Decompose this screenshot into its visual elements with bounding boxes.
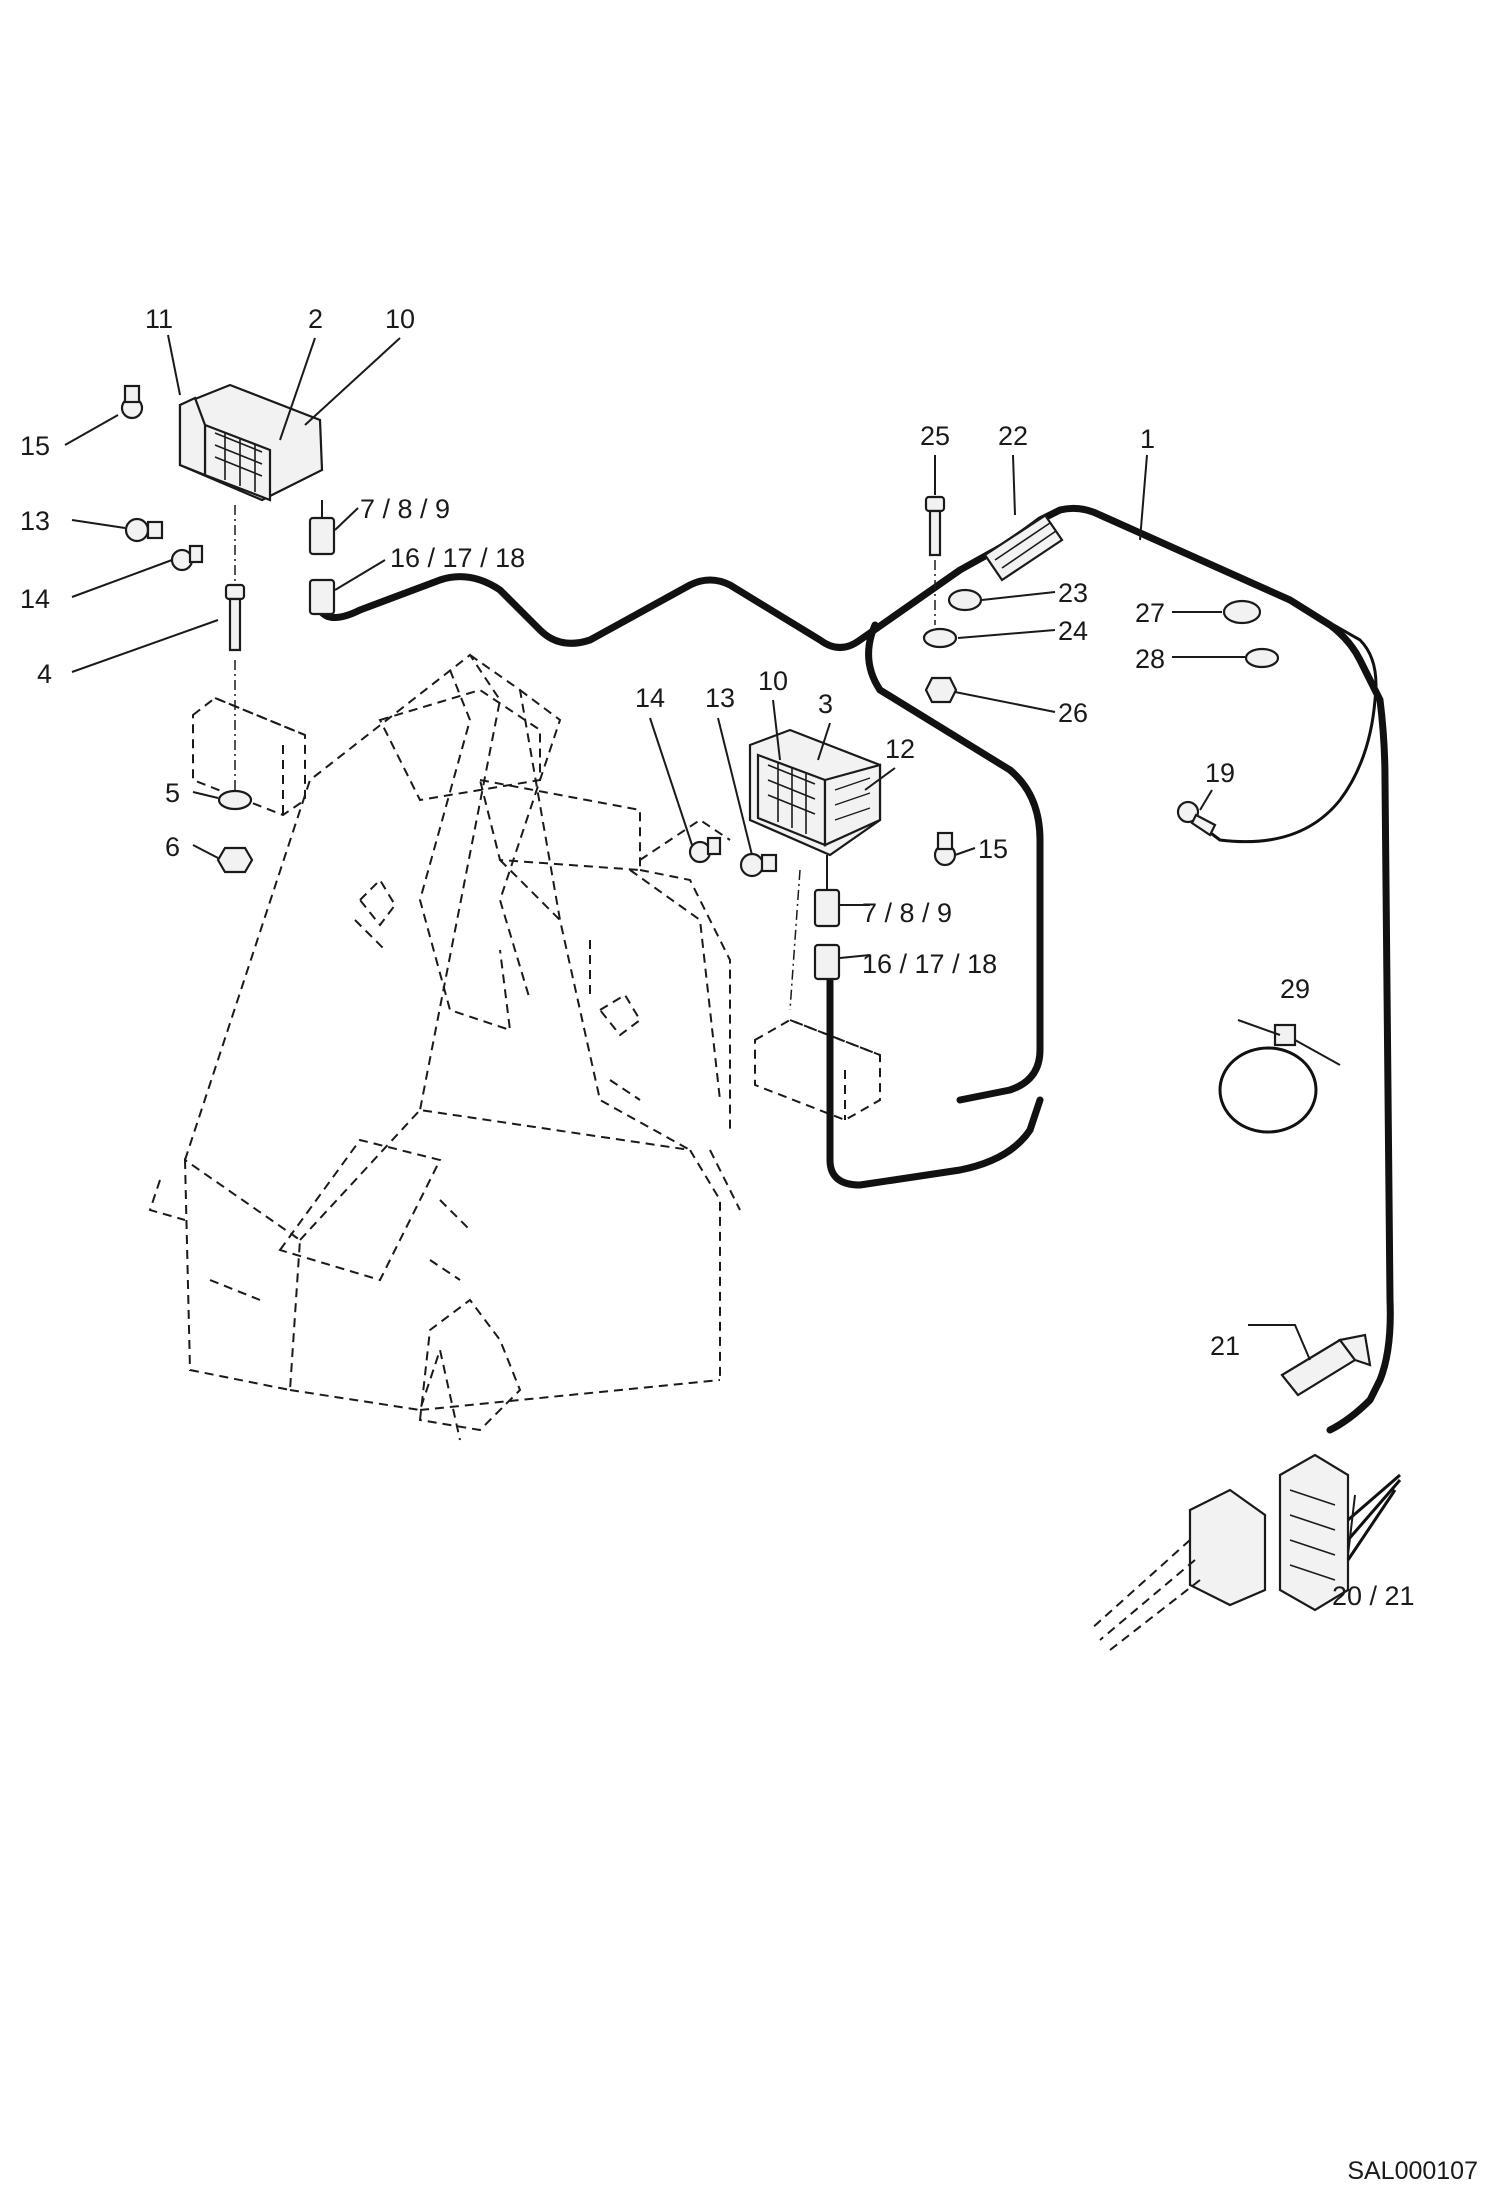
callout-24: 24 (1058, 616, 1088, 646)
drawing-code: SAL000107 (1347, 2157, 1478, 2185)
callout-15-right: 15 (978, 834, 1008, 864)
callout-10-left: 10 (385, 304, 415, 334)
callout-16-17-18-left: 16 / 17 / 18 (390, 543, 525, 573)
callout-26: 26 (1058, 698, 1088, 728)
machine-frame (148, 653, 741, 1441)
callout-25: 25 (920, 421, 950, 451)
callout-29: 29 (1280, 974, 1310, 1004)
connector-right-upper (813, 855, 841, 928)
left-bracket (192, 696, 306, 817)
callout-5: 5 (165, 778, 180, 808)
protective-sleeve-22 (983, 513, 1064, 582)
washer-5 (217, 789, 253, 811)
bulb-15-right (933, 831, 957, 867)
callout-15-left: 15 (20, 431, 50, 461)
callout-27: 27 (1135, 598, 1165, 628)
callout-7-8-9-right: 7 / 8 / 9 (862, 898, 952, 928)
terminal-21 (1280, 1333, 1372, 1397)
callout-6: 6 (165, 832, 180, 862)
bulb-14-left (170, 544, 204, 572)
callout-11: 11 (145, 304, 173, 334)
bulb-15-left (120, 384, 144, 420)
washer-28 (1244, 647, 1280, 669)
leader-lines (64, 334, 1356, 1556)
callout-14-left: 14 (20, 584, 50, 614)
callout-22: 22 (998, 421, 1028, 451)
callout-7-8-9-left: 7 / 8 / 9 (360, 494, 450, 524)
callout-16-17-18-right: 16 / 17 / 18 (862, 949, 997, 979)
left-work-lamp (178, 383, 324, 502)
bulb-13-right (739, 852, 778, 878)
washer-24 (922, 627, 958, 649)
callout-19: 19 (1205, 758, 1235, 788)
assembly-centerlines (234, 505, 936, 1011)
callout-21: 21 (1210, 1331, 1240, 1361)
callout-13-left: 13 (20, 506, 50, 536)
callout-20-21: 20 / 21 (1332, 1581, 1415, 1611)
cable-tie-29 (1218, 1023, 1341, 1134)
wire-harness (316, 504, 1394, 1434)
right-work-lamp (748, 728, 882, 857)
callout-28: 28 (1135, 644, 1165, 674)
mating-connector (1089, 1488, 1267, 1651)
callout-12: 12 (885, 734, 915, 764)
callout-23: 23 (1058, 578, 1088, 608)
connector-right-lower (813, 943, 841, 981)
ring-terminal-19 (1176, 800, 1217, 837)
bulb-14-right (688, 836, 722, 864)
callout-14-right: 14 (635, 683, 665, 713)
nut-6 (216, 846, 254, 874)
right-bracket (754, 1018, 881, 1122)
bolt-25 (924, 495, 946, 557)
callout-labels: 11 2 10 15 13 14 4 5 6 7 / 8 / 9 16 / 17… (20, 304, 1415, 1611)
callout-13-right: 13 (705, 683, 735, 713)
callout-10-right: 10 (758, 666, 788, 696)
clamp-27 (1222, 599, 1262, 625)
clamp-23 (947, 588, 983, 612)
nut-26 (924, 676, 958, 704)
connector-left-lower (308, 578, 336, 616)
callout-4: 4 (37, 659, 52, 689)
callout-2: 2 (308, 304, 323, 334)
connector-housing-20 (1278, 1453, 1402, 1612)
bulb-13-left (124, 517, 164, 543)
callout-3: 3 (818, 689, 833, 719)
connector-left-upper (308, 500, 336, 556)
bolt-4 (224, 583, 246, 652)
callout-1: 1 (1140, 424, 1155, 454)
